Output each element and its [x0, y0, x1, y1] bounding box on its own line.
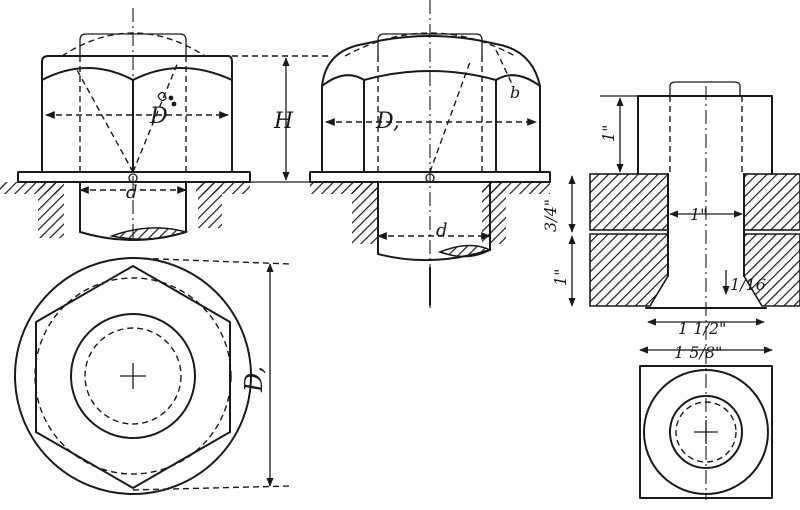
label-D: D: [149, 104, 168, 129]
dim-outer-width: 1 5/8": [674, 343, 722, 362]
dim-bore-width: 1": [690, 205, 708, 224]
left-chamfer-arc: [61, 32, 206, 57]
plan-bolt-circle: [70, 313, 196, 439]
label-D1-plan: D,: [240, 366, 268, 393]
right-bolt-head: [637, 95, 773, 175]
left-face-arcs: [41, 67, 233, 81]
left-washer-top: [79, 33, 187, 56]
dim-plate-thickness: 3/4": [541, 199, 560, 232]
label-b: b: [510, 83, 520, 102]
dim-top-height: 1": [599, 124, 618, 142]
dim-counterbore: 1 1/2": [678, 319, 726, 338]
middle-washer-top: [377, 33, 483, 56]
left-plan-view: D,: [14, 257, 291, 495]
label-H: H: [273, 109, 294, 134]
middle-front-view: b D, d: [309, 0, 551, 308]
height-dimension: H: [232, 55, 330, 183]
middle-nut-outline: [321, 35, 541, 173]
label-d-middle: d: [436, 220, 448, 241]
label-d-left: d: [126, 182, 138, 203]
label-D1-front: D,: [375, 109, 400, 134]
right-plan-square: [639, 365, 773, 499]
dim-small-note: 1/16: [730, 275, 766, 294]
left-nut-outline: [41, 55, 233, 173]
dim-lower-height: 1": [551, 268, 570, 286]
right-section-view: 1" 1/16 1" 3/4" 1" 1 1/2" 1 5/8": [541, 81, 800, 500]
left-front-view: D d: [0, 8, 251, 241]
plan-hexagon: [35, 265, 231, 489]
